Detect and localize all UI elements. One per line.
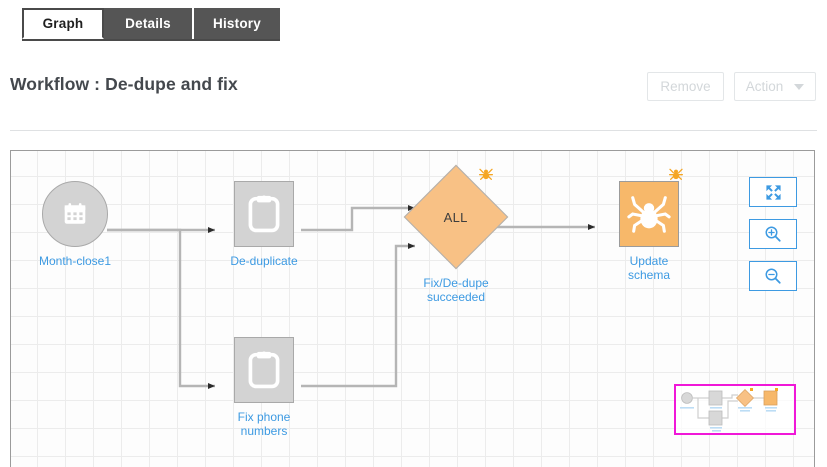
minimap[interactable] xyxy=(674,384,796,435)
tab-details[interactable]: Details xyxy=(104,8,192,39)
zoom-in-button[interactable] xyxy=(749,219,797,249)
clipboard-icon xyxy=(248,195,280,233)
expand-icon xyxy=(765,184,781,200)
header-row: Workflow : De-dupe and fix Remove Action xyxy=(0,62,827,122)
node-shape-square xyxy=(619,181,679,247)
node-label: Update schema xyxy=(627,254,671,282)
fit-to-screen-button[interactable] xyxy=(749,177,797,207)
node-shape-square xyxy=(234,337,294,403)
graph-node-de-duplicate[interactable]: De-duplicate xyxy=(216,181,312,268)
node-shape-square xyxy=(234,181,294,247)
magnifier-plus-icon xyxy=(765,226,781,242)
zoom-out-button[interactable] xyxy=(749,261,797,291)
chevron-down-icon xyxy=(794,83,805,90)
graph-node-update-schema[interactable]: Update schema xyxy=(601,181,697,282)
header-divider xyxy=(10,130,817,131)
graph-node-month-close1[interactable]: Month-close1 xyxy=(27,181,123,268)
clipboard-icon xyxy=(248,351,280,389)
tab-history[interactable]: History xyxy=(194,8,280,39)
spider-icon xyxy=(627,196,671,233)
action-button-label: Action xyxy=(745,79,784,94)
graph-node-fix-dedupe-succeeded[interactable]: ALL Fix/De-dupe succeeded xyxy=(396,164,516,304)
tab-bar: Graph Details History xyxy=(0,0,827,41)
diamond-condition-text: ALL xyxy=(443,209,469,225)
tab-graph-label: Graph xyxy=(42,16,84,31)
calendar-icon xyxy=(64,203,86,224)
magnifier-minus-icon xyxy=(765,268,781,284)
node-label: Fix/De-dupe succeeded xyxy=(423,276,489,304)
node-label: Month-close1 xyxy=(38,254,112,268)
spider-icon xyxy=(479,168,493,180)
action-dropdown-button[interactable]: Action xyxy=(734,72,816,101)
node-label: Fix phone numbers xyxy=(237,410,291,438)
tab-graph[interactable]: Graph xyxy=(22,8,104,39)
remove-button-label: Remove xyxy=(660,79,711,94)
tab-bar-underline xyxy=(22,39,280,41)
workflow-graph-canvas[interactable]: Month-close1 De-duplicate Fix phone numb… xyxy=(10,150,815,467)
tab-history-label: History xyxy=(213,16,261,31)
tab-details-label: Details xyxy=(125,16,171,31)
graph-node-fix-phone-numbers[interactable]: Fix phone numbers xyxy=(216,337,312,438)
node-label: De-duplicate xyxy=(230,254,298,268)
minimap-thumbnail xyxy=(680,388,778,432)
node-shape-circle xyxy=(42,181,108,247)
remove-button[interactable]: Remove xyxy=(647,72,724,101)
graph-edges xyxy=(107,205,595,389)
page-title: Workflow : De-dupe and fix xyxy=(10,74,238,94)
spider-icon xyxy=(669,168,683,180)
